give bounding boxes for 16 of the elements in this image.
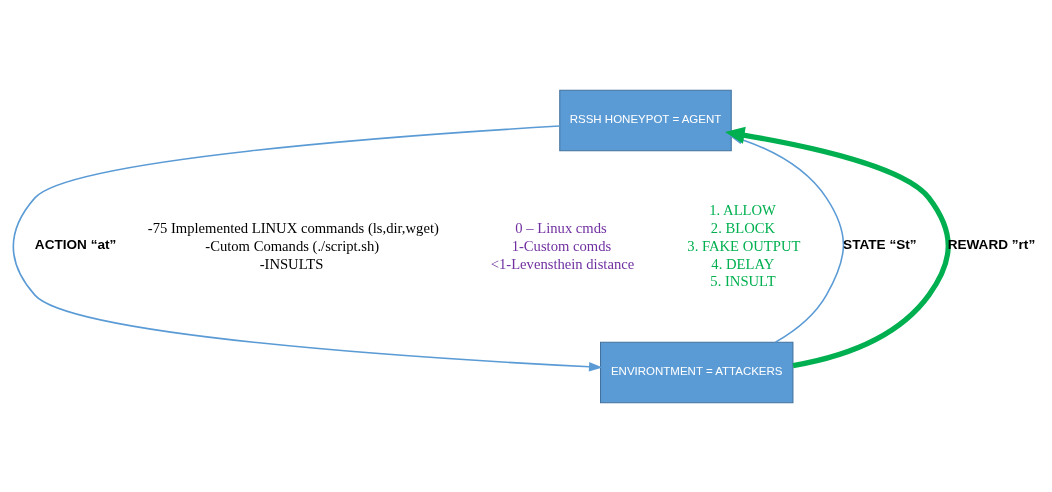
label: -75 Implemented LINUX commands (ls,dir,wget) <box>147 219 439 236</box>
label: 3. FAKE OUTPUT <box>687 237 801 254</box>
label: -INSULTS <box>259 255 324 272</box>
node-box: ENVIRONTMENT = ATTACKERS <box>600 341 794 403</box>
label: 0 – Linux cmds <box>515 219 607 236</box>
label: -Cutom Comands (./script.sh) <box>205 237 380 254</box>
arrow <box>725 126 951 368</box>
label: 1. ALLOW <box>709 201 776 218</box>
label: <1-Levensthein distance <box>490 255 635 272</box>
label: 5. INSULT <box>710 272 776 289</box>
node-box: RSSH HONEYPOT = AGENT <box>559 89 732 151</box>
arrow <box>12 124 603 371</box>
label: 2. BLOCK <box>710 219 776 236</box>
label: 4. DELAY <box>711 255 775 272</box>
edge-label: ACTION “at” <box>34 236 117 252</box>
label: 1-Custom comds <box>511 237 612 254</box>
